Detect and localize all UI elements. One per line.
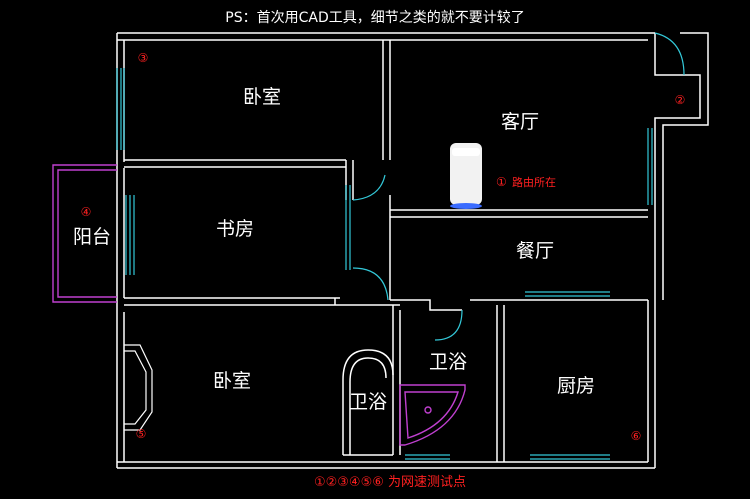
test-point-2: ② <box>675 93 686 107</box>
bay-window <box>124 344 153 431</box>
test-point-4: ④ <box>81 205 92 219</box>
room-bedroom-top: 卧室 <box>243 86 281 108</box>
router-label: 路由所在 <box>512 175 556 189</box>
room-balcony: 阳台 <box>73 226 111 248</box>
test-point-5: ⑤ <box>136 427 147 441</box>
router-icon <box>450 143 482 209</box>
bathtub <box>399 384 466 446</box>
windows <box>116 68 653 460</box>
room-bedroom-bottom: 卧室 <box>213 370 251 392</box>
room-study: 书房 <box>216 218 254 240</box>
room-dining: 餐厅 <box>516 240 554 262</box>
room-bathroom-main: 卫浴 <box>429 351 467 373</box>
room-bathroom-small: 卫浴 <box>349 391 387 413</box>
walls <box>116 32 709 469</box>
router-marker: ① <box>496 175 507 189</box>
room-living: 客厅 <box>501 111 539 133</box>
test-point-6: ⑥ <box>631 429 642 443</box>
test-point-3: ③ <box>138 51 149 65</box>
footer-caption: ①②③④⑤⑥ 为网速测试点 <box>314 475 466 490</box>
header-note: PS：首次用CAD工具，细节之类的就不要计较了 <box>225 10 524 26</box>
doors <box>352 32 685 341</box>
room-kitchen: 厨房 <box>557 375 595 397</box>
balcony <box>52 164 117 303</box>
